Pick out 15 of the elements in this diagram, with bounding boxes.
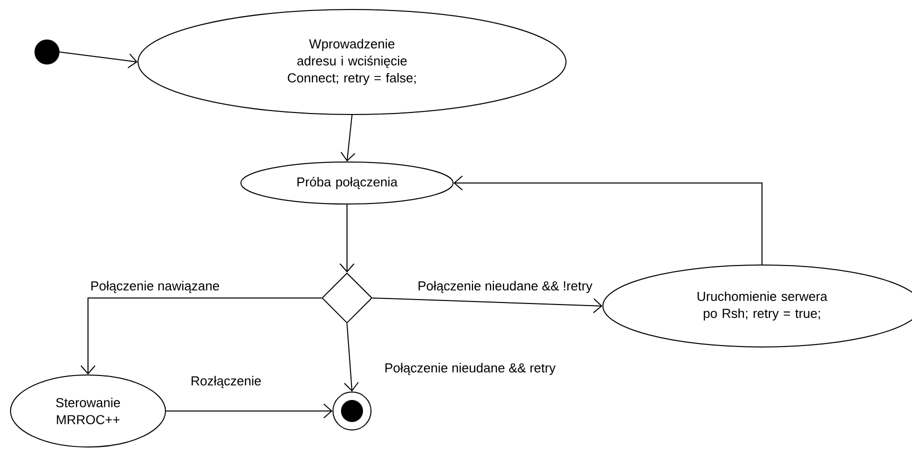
- arrow: [80, 298, 322, 374]
- edge-label: Połączenie nieudane && !retry: [416, 280, 594, 294]
- edge-label: Połączenie nawiązane: [89, 280, 221, 294]
- arrow: [59, 52, 138, 68]
- arrow: [166, 404, 332, 418]
- decision-diamond: [322, 272, 372, 324]
- arrow: [340, 204, 354, 272]
- edge-label: Połączenie nieudane && retry: [383, 362, 557, 376]
- arrow: [454, 176, 763, 265]
- arrow: [340, 114, 356, 162]
- arrow: [344, 323, 359, 392]
- end-bullseye: [332, 392, 372, 430]
- arrow: [372, 298, 602, 314]
- start-dot: [34, 40, 60, 64]
- edge-label: Rozłączenie: [190, 374, 262, 390]
